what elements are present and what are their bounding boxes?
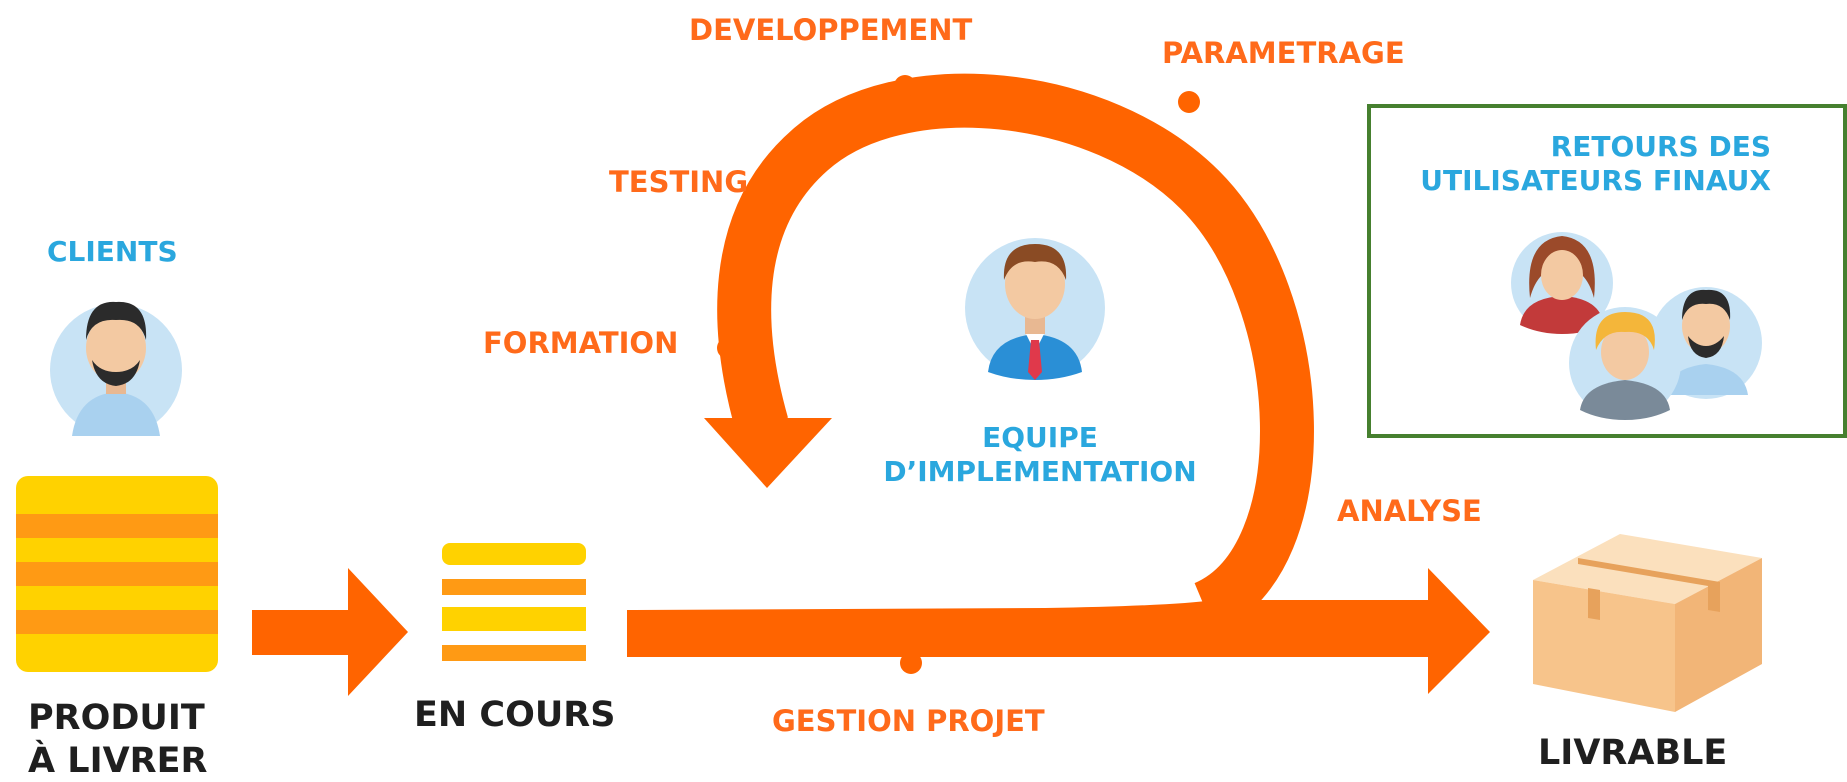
milestone-dot-testing	[767, 183, 789, 205]
feedback-label: RETOURS DES UTILISATEURS FINAUX	[1395, 130, 1771, 198]
milestone-dots	[717, 75, 1301, 674]
blonde-avatar-icon	[1569, 307, 1681, 420]
man-avatar-icon	[50, 301, 182, 436]
flow-arrows	[252, 73, 1490, 696]
milestone-dot-analyse	[1279, 499, 1301, 521]
en-cours-caption: EN COURS	[414, 695, 616, 735]
woman-avatar-icon	[1511, 232, 1613, 334]
produit-caption-line-2: À LIVRER	[28, 740, 208, 781]
milestone-dot-parametrage	[1178, 91, 1200, 113]
cardboard-box-icon	[1533, 534, 1762, 712]
stage-label-gestion-projet: GESTION PROJET	[772, 704, 1045, 738]
stage-label-developpement: DEVELOPPEMENT	[689, 13, 973, 47]
milestone-dot-formation	[717, 337, 739, 359]
feedback-label-line-1: RETOURS DES	[1550, 130, 1771, 163]
feedback-highlight-box	[1367, 104, 1847, 438]
main-flow-line	[627, 568, 1490, 694]
team-label-line-1: EQUIPE	[982, 421, 1098, 454]
produit-caption: PRODUIT À LIVRER	[28, 697, 208, 782]
stage-label-formation: FORMATION	[483, 326, 679, 360]
milestone-dot-developpement	[894, 75, 916, 97]
striped-stack-icon	[16, 476, 218, 672]
feedback-label-line-2: UTILISATEURS FINAUX	[1420, 164, 1771, 198]
businessman-avatar-icon	[965, 238, 1105, 380]
arrow-to-en-cours	[252, 568, 408, 696]
team-label: EQUIPE D’IMPLEMENTATION	[875, 421, 1205, 489]
partial-stack-icon	[442, 543, 586, 661]
clients-label: CLIENTS	[47, 235, 178, 268]
livrable-caption: LIVRABLE	[1538, 733, 1728, 773]
team-label-line-2: D’IMPLEMENTATION	[883, 455, 1197, 489]
produit-caption-line-1: PRODUIT	[28, 698, 205, 738]
milestone-dot-gestion	[900, 652, 922, 674]
stage-label-analyse: ANALYSE	[1337, 494, 1482, 528]
stage-label-testing: TESTING	[609, 165, 749, 199]
stage-label-parametrage: PARAMETRAGE	[1162, 36, 1405, 70]
iteration-loop-arrowhead	[704, 418, 832, 488]
iteration-loop	[717, 73, 1314, 633]
